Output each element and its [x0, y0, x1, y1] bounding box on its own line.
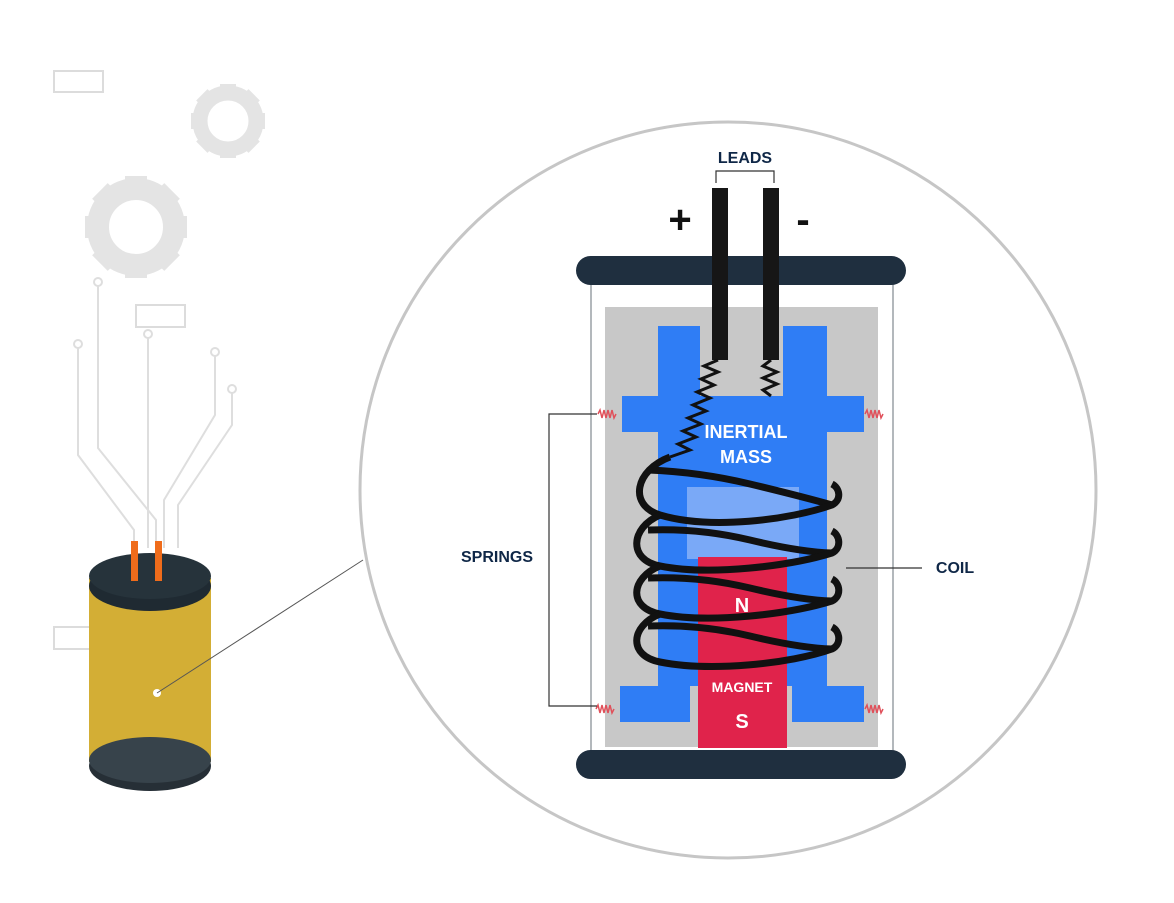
lead-wire-positive: [669, 358, 722, 459]
sensor-bottom: [89, 737, 211, 783]
coil-label: COIL: [936, 560, 974, 577]
leads-label: LEADS: [718, 150, 773, 167]
inertial-mass-label-line2: MASS: [720, 447, 772, 467]
gear-icon: [191, 84, 265, 158]
coil-back: [647, 466, 833, 653]
labels: LEADS + - INERTIAL MASS SPRINGS COIL N M…: [461, 150, 974, 733]
lead-wire-negative: [759, 358, 781, 398]
south-pole-label: S: [735, 711, 748, 733]
inertial-mass-label-line1: INERTIAL: [705, 422, 788, 442]
sensor-lead-positive: [131, 541, 138, 581]
background-decorations: [53, 70, 265, 650]
geophone-cross-section: [548, 170, 922, 779]
north-pole-label: N: [735, 595, 749, 617]
lead-positive: [712, 188, 728, 360]
spring-bottom-right: [864, 702, 884, 716]
springs-label: SPRINGS: [461, 549, 533, 566]
spring-bottom-left: [595, 702, 615, 716]
placeholder-box-mid: [135, 304, 186, 328]
placeholder-box-top: [53, 70, 104, 93]
placeholder-box-low: [53, 626, 95, 650]
lead-negative: [763, 188, 779, 360]
top-cap: [576, 256, 906, 285]
spring-top-left: [597, 407, 617, 421]
magnet-label: MAGNET: [712, 679, 773, 695]
springs-bracket: [548, 413, 597, 707]
sensor-top: [89, 553, 211, 599]
sensor-lead-negative: [155, 541, 162, 581]
bottom-cap: [576, 750, 906, 779]
plus-sign: +: [668, 198, 691, 242]
spring-top-right: [864, 407, 884, 421]
springs: [595, 407, 884, 716]
minus-sign: -: [796, 198, 809, 242]
zoom-pointer-line: [156, 559, 364, 694]
geophone-sensor: [89, 541, 364, 791]
gear-icon: [85, 176, 187, 278]
coil: [633, 453, 843, 670]
circuit-trace-icon: [73, 277, 237, 548]
leads-bracket: [715, 170, 775, 183]
